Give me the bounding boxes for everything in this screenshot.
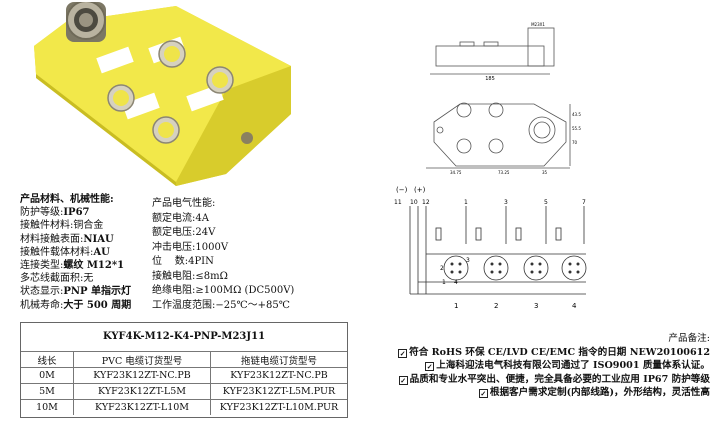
spec-row: 接触电阻:≤8mΩ <box>152 270 228 282</box>
dim-label-r1: 43.5 <box>572 112 581 117</box>
model-number: KYF4K-M12-K4-PNP-M23J11 <box>102 331 266 342</box>
dim-label-r2: 55.5 <box>572 126 581 131</box>
spec-row: 连接类型:螺纹 M12*1 <box>20 259 125 271</box>
pin-label: 1 <box>464 199 468 206</box>
spec-row: 接触件载体材料:AU <box>20 246 110 258</box>
spec-row: 接触件材料:铜合金 <box>20 220 104 232</box>
pin-label: 11 <box>394 199 402 206</box>
polarity-minus-label: (−) <box>396 186 408 194</box>
dim-label-r3: 70 <box>572 140 578 145</box>
spec-row: 多芯线截面积:无 <box>20 273 94 285</box>
check-box-icon: ✓ <box>478 389 488 398</box>
mechanical-title: 产品材料、机械性能: <box>20 194 114 205</box>
notes-title: 产品备注: <box>668 333 710 344</box>
wiring-diagram: (−) (+) 11 10 12 1 3 5 7 2 3 4 1 1 2 3 4 <box>394 186 587 310</box>
mechanical-specs: 产品材料、机械性能: 防护等级:IP67 接触件材料:铜合金 材料接触表面:NI… <box>20 193 131 312</box>
spec-row: 状态显示:PNP 单指示灯 <box>20 286 132 298</box>
spec-row: 材料接触表面:NIAU <box>20 233 114 245</box>
port-number: 2 <box>494 302 498 310</box>
spec-row: 额定电流:4A <box>152 212 209 224</box>
pin-label: 3 <box>466 257 470 264</box>
pin-label: 7 <box>582 199 586 206</box>
check-box-icon: ✓ <box>425 362 435 371</box>
port-number: 3 <box>534 302 538 310</box>
table-row: 5M KYF23K12ZT-L5M KYF23K12ZT-L5M.PUR <box>21 383 347 400</box>
polarity-plus-label: (+) <box>414 186 426 194</box>
column-header: 线长 <box>21 351 74 368</box>
product-notes: 产品备注: ✓符合 RoHS 环保 CE/LVD CE/EMC 指令的日期 NE… <box>398 332 710 400</box>
dim-label-top: 185 <box>485 76 495 82</box>
column-header: PVC 电缆订货型号 <box>73 351 211 368</box>
note-item: ✓品质和专业水平突出、便捷，完全具备必要的工业应用 IP67 防护等级 <box>398 373 710 385</box>
dim-label-b3: 35 <box>542 170 548 175</box>
pin-label: 5 <box>544 199 548 206</box>
note-item: ✓符合 RoHS 环保 CE/LVD CE/EMC 指令的日期 NEW20100… <box>398 346 710 358</box>
spec-row: 机械寿命:大于 500 周期 <box>20 299 132 311</box>
spec-row: 工作温度范围:−25℃～+85℃ <box>152 299 290 311</box>
check-box-icon: ✓ <box>398 348 408 358</box>
spec-row: 绝缘电阻:≥100MΩ (DC500V) <box>152 285 295 296</box>
table-header-row: 线长 PVC 电缆订货型号 拖链电缆订货型号 <box>21 351 347 368</box>
order-table: KYF4K-M12-K4-PNP-M23J11 线长 PVC 电缆订货型号 拖链… <box>20 322 348 418</box>
pin-label: 10 <box>410 199 418 206</box>
pin-label: 12 <box>422 199 430 206</box>
spec-row: 额定电压:24V <box>152 227 216 238</box>
electrical-specs: 产品电气性能: 额定电流:4A 额定电压:24V 冲击电压:1000V 位 数:… <box>152 197 294 313</box>
table-row: 0M KYF23K12ZT-NC.PB KYF23K12ZT-NC.PB <box>21 367 347 384</box>
product-photo <box>34 2 291 186</box>
note-item: ✓上海科迎法电气科技有限公司通过了 ISO9001 质量体系认证。 <box>425 360 710 371</box>
column-header: 拖链电缆订货型号 <box>210 351 347 368</box>
pin-label: 2 <box>440 265 444 272</box>
spec-row: 冲击电压:1000V <box>152 241 229 253</box>
port-number: 1 <box>454 302 458 310</box>
check-box-icon: ✓ <box>398 375 408 385</box>
note-item: ✓根据客户需求定制(内部线路)，外形结构，灵活性高 <box>478 387 710 398</box>
spec-row: 防护等级:IP67 <box>20 207 90 219</box>
spec-row: 位 数:4PIN <box>152 256 214 267</box>
dim-label-side: M23X1 <box>531 22 545 27</box>
dim-label-b2: 73.25 <box>498 170 510 175</box>
dim-label-b1: 34.75 <box>450 170 462 175</box>
dimension-drawing: 185 M23X1 34.75 73.25 35 43.5 55.5 70 <box>426 22 581 175</box>
port-number: 4 <box>572 302 577 310</box>
pin-label: 1 <box>442 279 446 286</box>
order-table-grid: 线长 PVC 电缆订货型号 拖链电缆订货型号 0M KYF23K12ZT-NC.… <box>21 351 347 415</box>
table-row: 10M KYF23K12ZT-L10M KYF23K12ZT-L10M.PUR <box>21 399 347 415</box>
electrical-title: 产品电气性能: <box>152 198 216 209</box>
pin-label: 4 <box>454 279 458 286</box>
pin-label: 3 <box>504 199 508 206</box>
